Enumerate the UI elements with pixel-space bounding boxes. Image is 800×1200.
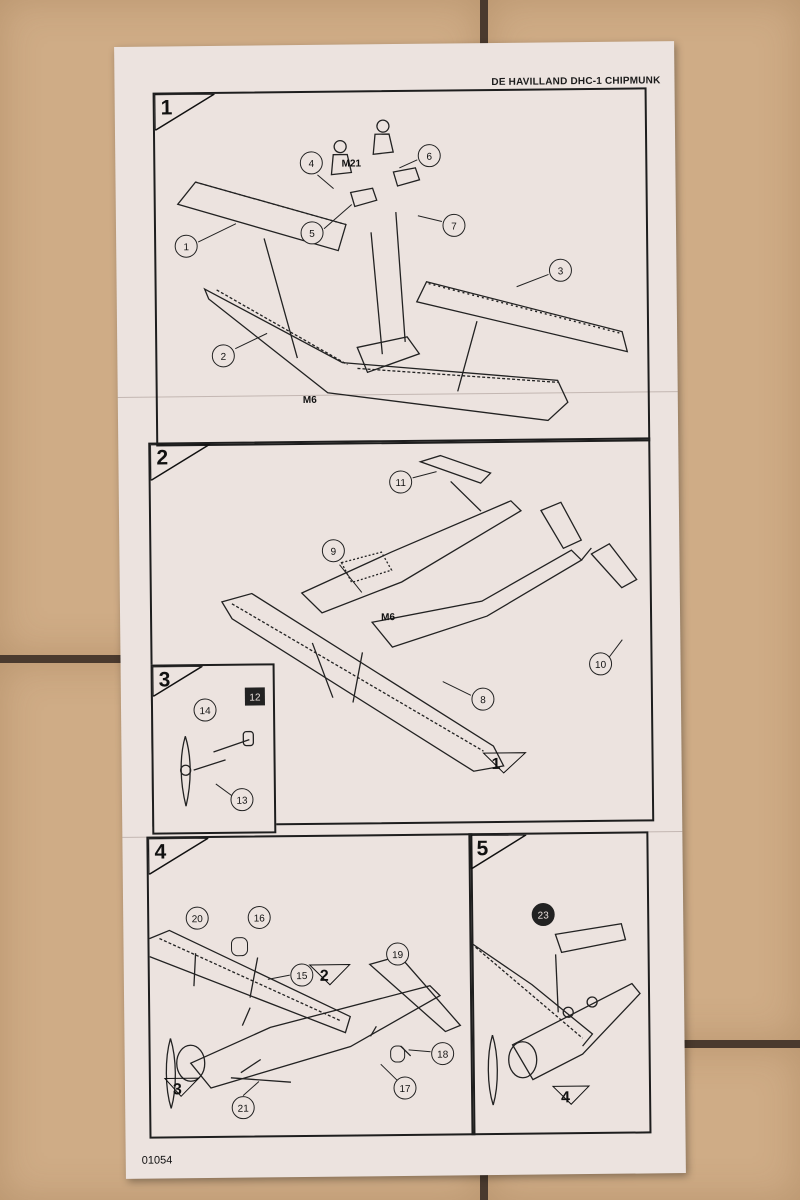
part-label: 10: [595, 660, 607, 671]
catalog-code: 01054: [141, 1154, 173, 1167]
step-5-drawing: 23 4: [471, 903, 641, 1106]
part-label: 14: [199, 706, 211, 717]
reference-step-label: 2: [320, 968, 329, 985]
part-label: 13: [236, 796, 248, 807]
reference-step-label: 3: [173, 1081, 182, 1098]
part-label: 21: [238, 1104, 250, 1115]
part-label: 16: [254, 913, 266, 924]
step-corner-triangle: [470, 834, 527, 870]
reference-step-label: 4: [561, 1089, 570, 1106]
step-5-panel: 5 23 4: [468, 831, 652, 1136]
part-label: 2: [221, 352, 227, 363]
part-label: 20: [192, 914, 204, 925]
part-label: 23: [538, 910, 550, 921]
part-label: 7: [451, 221, 457, 232]
part-label: 19: [392, 950, 404, 961]
part-label: 12: [249, 692, 261, 703]
step-1-drawing: 1 2 3 4 5 6 7 M21 M6: [174, 119, 629, 422]
part-label: 8: [480, 695, 486, 706]
step-1-panel: 1: [152, 87, 651, 447]
reference-step-label: 1: [492, 756, 501, 773]
part-label: 11: [395, 478, 406, 489]
part-label: 17: [399, 1084, 411, 1095]
step-3-panel: 3 12 14 13: [150, 663, 277, 835]
step-corner-triangle: [154, 93, 215, 131]
sheet-title: DE HAVILLAND DHC-1 CHIPMUNK: [491, 75, 661, 89]
part-label: M21: [342, 158, 362, 169]
step-2-drawing: 11 9 10 8 M6 1: [220, 454, 638, 774]
step-corner-triangle: [150, 443, 211, 481]
instruction-sheet: DE HAVILLAND DHC-1 CHIPMUNK 1: [114, 41, 686, 1179]
part-label: 4: [308, 159, 314, 170]
part-label: 15: [296, 971, 308, 982]
step-4-panel: 4: [146, 833, 476, 1139]
part-label: M6: [381, 612, 395, 623]
part-label: 3: [558, 266, 564, 277]
part-label: 5: [309, 229, 315, 240]
step-corner-triangle: [148, 838, 209, 875]
step-2-panel: 2: [148, 437, 655, 827]
step-4-drawing: 20 16 15 19 18 17 21 2 3: [149, 905, 462, 1120]
part-label: 18: [437, 1050, 449, 1061]
step-3-drawing: 12 14 13: [180, 687, 265, 812]
step-corner-triangle: [152, 666, 203, 697]
part-label: 9: [331, 547, 337, 558]
part-label: 6: [426, 152, 432, 163]
part-label: 1: [183, 242, 189, 253]
part-label: M6: [303, 395, 317, 406]
